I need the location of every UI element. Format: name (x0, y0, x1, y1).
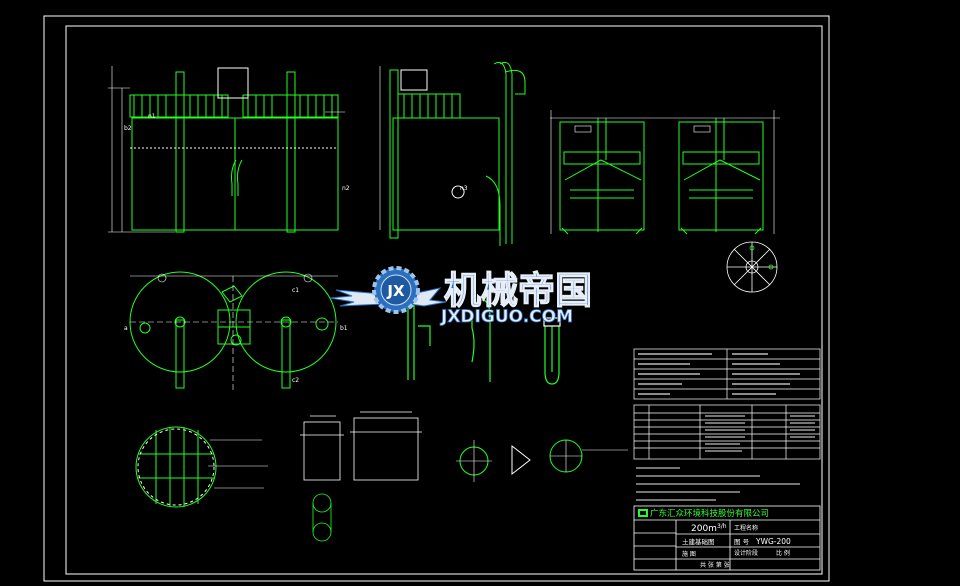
drawing-name: 土建基础图 (682, 537, 715, 546)
label-n1: n1 (148, 113, 156, 120)
watermark-site: JXDIGUO.COM (440, 307, 573, 327)
nozzle-labels: n1 n2 n3 c1 c2 b1 b2 a (124, 113, 468, 384)
stage-value: 施 图 (682, 550, 696, 558)
scale-label: 比 例 (776, 549, 790, 557)
technical-notes (636, 467, 800, 501)
elevation-view-twin-tanks (129, 67, 339, 233)
watermark-name: 机械帝国 (444, 269, 592, 312)
capacity-value: 200m3/h (691, 523, 727, 534)
support-details (300, 411, 422, 542)
elevation-view-1-dimensions (108, 66, 345, 233)
label-c2: c2 (292, 377, 299, 384)
company-name: 广东汇众环境科技股份有限公司 (650, 508, 769, 519)
filter-tank-dimensions (550, 110, 780, 234)
title-block (633, 505, 821, 571)
label-b2: b2 (124, 125, 132, 132)
sheet-label: 共 张 第 张 (700, 561, 730, 569)
project-label: 工程名称 (734, 524, 758, 532)
label-n2: n2 (342, 185, 350, 192)
stage-label: 设计阶段 (734, 549, 758, 557)
outer-frame (43, 15, 830, 582)
label-c1: c1 (292, 287, 299, 294)
elevation-view-side (379, 61, 526, 246)
drawing-number-prefix: 图 号 (734, 538, 750, 546)
logo-letters: JX (386, 282, 405, 300)
watermark-logo: JX 机械帝国 JXDIGUO.COM (329, 266, 593, 327)
nozzle-details (456, 439, 628, 482)
company-logo-icon (638, 509, 648, 517)
filter-tank-left (559, 118, 645, 235)
label-b1: b1 (340, 325, 348, 332)
label-a: a (124, 325, 128, 332)
wing-left-icon (329, 289, 387, 307)
parameter-table (633, 348, 821, 400)
label-n3: n3 (460, 185, 468, 192)
foundation-leader (208, 439, 268, 489)
materials-table (633, 404, 821, 460)
nozzle-orientation-plan (726, 241, 778, 293)
parameter-table-text-marks (638, 353, 800, 395)
filter-tank-right (678, 118, 764, 235)
drawing-number: YWG-200 (755, 537, 791, 546)
inner-frame (65, 25, 823, 575)
materials-table-text-marks (705, 415, 815, 452)
pipe-detail-views (407, 299, 561, 385)
foundation-plan (135, 426, 217, 508)
plan-view-dimensions (130, 273, 338, 392)
